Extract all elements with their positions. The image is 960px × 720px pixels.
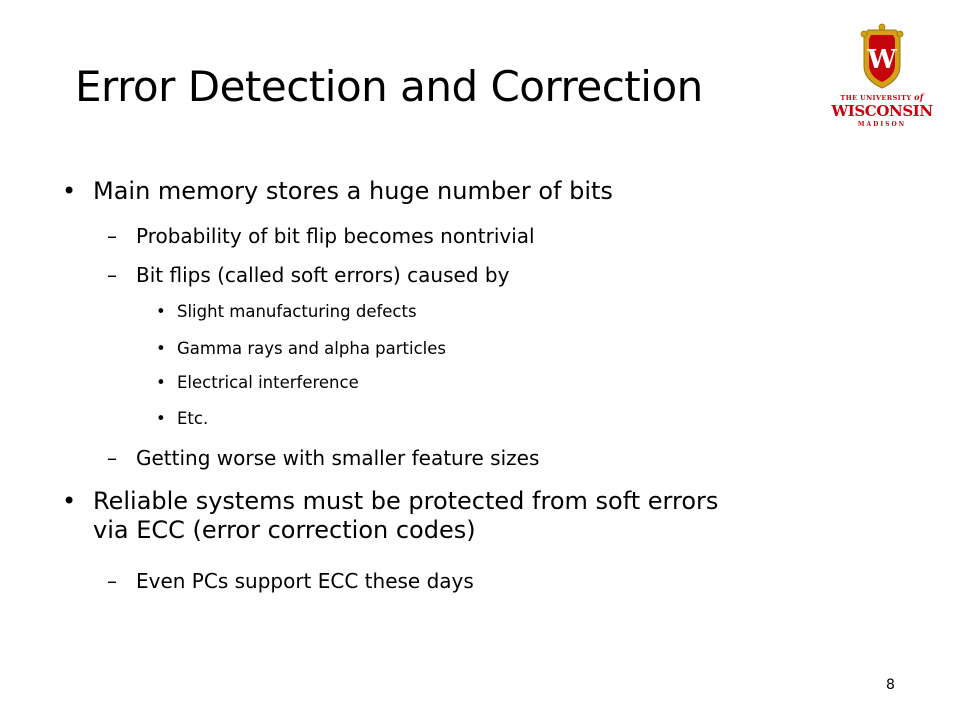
sub-bullet-text: Probability of bit flip becomes nontrivi… [136, 224, 535, 248]
bullet-reliable-systems: • Reliable systems must be protected fro… [62, 487, 719, 545]
dash-marker: – [107, 569, 117, 593]
bullet-marker: • [156, 409, 166, 428]
dash-marker: – [107, 224, 117, 248]
crest-letter: W [866, 45, 897, 75]
sub-sub-bullet-electrical: • Electrical interference [156, 373, 359, 393]
crest-icon: W [860, 23, 904, 89]
bullet-marker: • [156, 339, 166, 358]
sub-sub-bullet-text: Electrical interference [177, 373, 359, 392]
slide-title: Error Detection and Correction [75, 62, 703, 111]
bullet-main-memory: • Main memory stores a huge number of bi… [62, 177, 613, 206]
dash-marker: – [107, 263, 117, 287]
bullet-text-line2: via ECC (error correction codes) [93, 515, 476, 544]
sub-sub-bullet-defects: • Slight manufacturing defects [156, 302, 417, 322]
sub-bullet-getting-worse: – Getting worse with smaller feature siz… [107, 446, 540, 470]
bullet-marker: • [62, 177, 77, 205]
logo-line-university: THE UNIVERSITY of [840, 92, 924, 102]
university-logo: W THE UNIVERSITY of WISCONSIN MADISON [826, 22, 938, 134]
bullet-text-line1: Reliable systems must be protected from … [93, 487, 719, 515]
sub-sub-bullet-text: Gamma rays and alpha particles [177, 339, 446, 358]
logo-name: WISCONSIN [831, 102, 933, 120]
bullet-text: Main memory stores a huge number of bits [93, 177, 613, 205]
logo-line-madison: MADISON [857, 121, 907, 128]
sub-bullet-even-pcs: – Even PCs support ECC these days [107, 569, 474, 593]
bullet-marker: • [156, 373, 166, 392]
dash-marker: – [107, 446, 117, 470]
sub-bullet-probability: – Probability of bit flip becomes nontri… [107, 224, 535, 248]
sub-bullet-bit-flips: – Bit flips (called soft errors) caused … [107, 263, 510, 287]
bullet-marker: • [62, 487, 77, 515]
page-number: 8 [886, 677, 895, 693]
sub-sub-bullet-gamma: • Gamma rays and alpha particles [156, 339, 446, 359]
sub-bullet-text: Even PCs support ECC these days [136, 569, 474, 593]
sub-sub-bullet-text: Slight manufacturing defects [177, 302, 417, 321]
bullet-marker: • [156, 302, 166, 321]
sub-sub-bullet-etc: • Etc. [156, 409, 209, 429]
sub-bullet-text: Bit flips (called soft errors) caused by [136, 263, 510, 287]
sub-sub-bullet-text: Etc. [177, 409, 209, 428]
sub-bullet-text: Getting worse with smaller feature sizes [136, 446, 540, 470]
